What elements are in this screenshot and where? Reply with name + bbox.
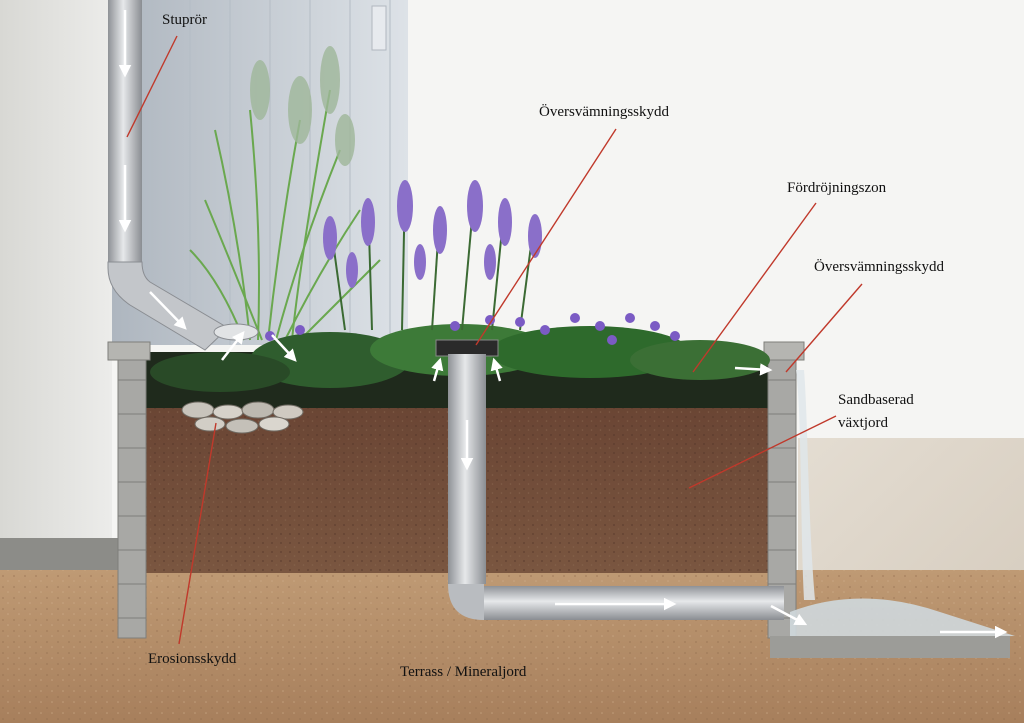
house-corner — [0, 0, 112, 545]
label-delay-zone: Fördröjningszon — [787, 179, 886, 198]
label-soil-line2: växtjord — [838, 414, 888, 433]
label-erosion: Erosionsskydd — [148, 650, 236, 669]
label-overflow-center: Översvämningsskydd — [539, 103, 669, 122]
downpipe-outlet — [214, 324, 258, 340]
label-downpipe: Stuprör — [162, 11, 207, 30]
label-soil-line1: Sandbaserad — [838, 391, 914, 410]
drain-channel — [770, 636, 1010, 658]
overflow-inlet-grate — [436, 340, 498, 356]
label-overflow-right: Översvämningsskydd — [814, 258, 944, 277]
label-terrace: Terrass / Mineraljord — [400, 663, 526, 682]
overflow-pipe-vertical — [448, 354, 486, 584]
window-edge — [372, 6, 386, 50]
